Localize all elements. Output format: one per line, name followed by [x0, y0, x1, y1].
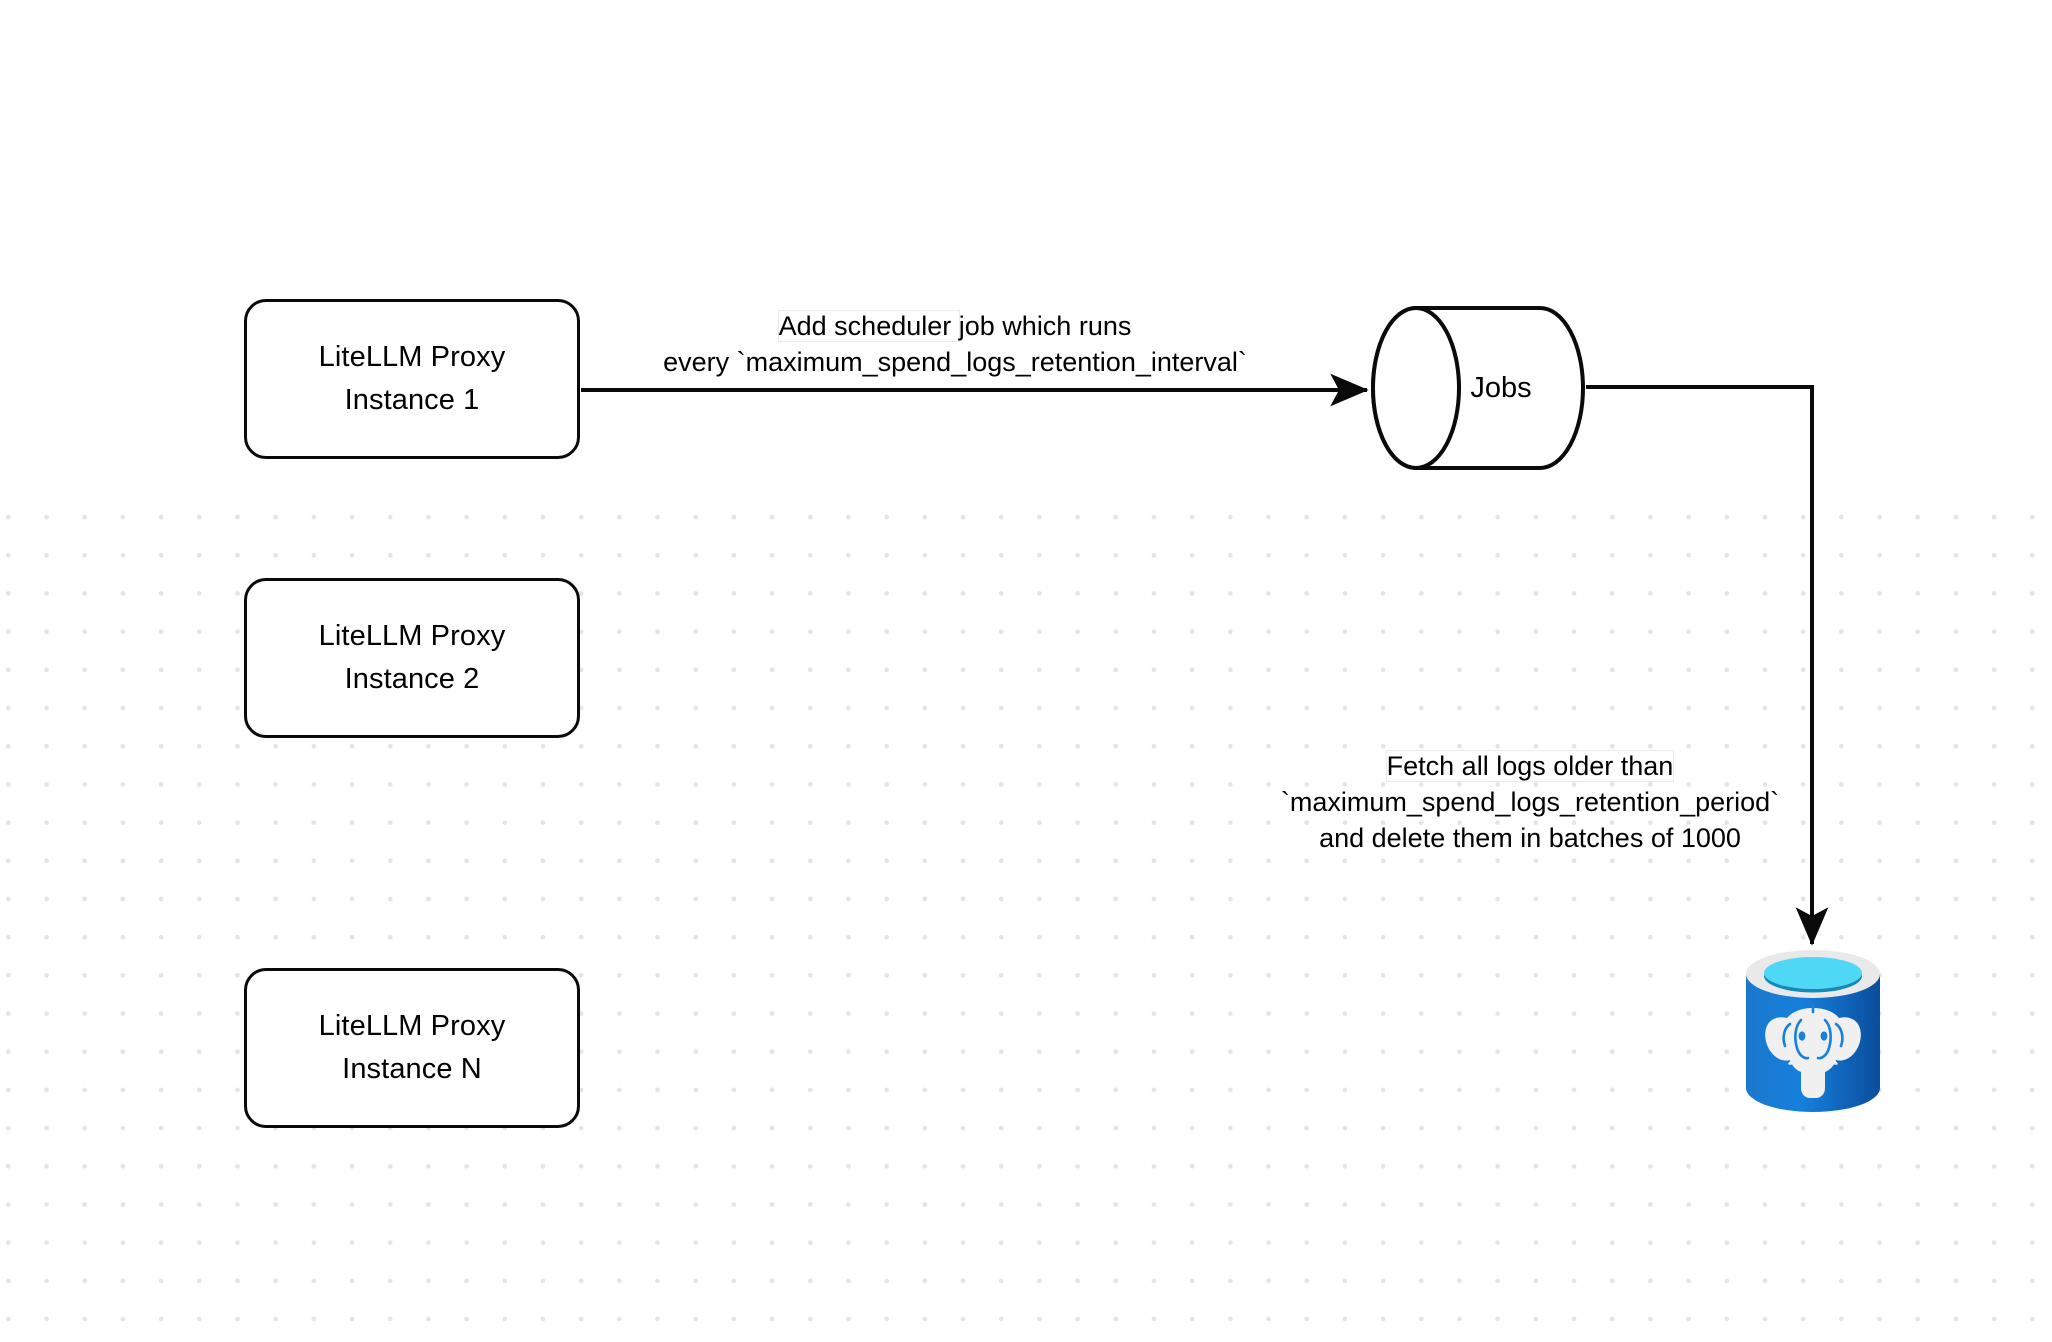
edge-label-line2: every `maximum_spend_logs_retention_inte… — [663, 347, 1247, 377]
edge-label-line1-highlight: Fetch all logs older than — [1386, 751, 1674, 781]
edge-jobs-to-database — [1586, 385, 1829, 946]
edge-label-fetch: Fetch all logs older than `maximum_spend… — [1240, 748, 1820, 856]
node-litellm-proxy-instance-2[interactable]: LiteLLM Proxy Instance 2 — [244, 578, 580, 738]
cylinder-shape — [1371, 306, 1585, 470]
postgresql-database-icon[interactable] — [1744, 948, 1882, 1122]
elephant-glyph — [1765, 1008, 1861, 1098]
node-litellm-proxy-instance-n[interactable]: LiteLLM Proxy Instance N — [244, 968, 580, 1128]
node-jobs-cylinder[interactable]: Jobs — [1370, 305, 1586, 471]
edge-label-line1-rest: job which runs — [958, 311, 1132, 341]
edge-label-line1-highlight: Add scheduler — [778, 311, 959, 341]
edge-label-line1: Fetch all logs older than — [1240, 748, 1820, 784]
node-label-line1: LiteLLM Proxy — [318, 620, 506, 652]
edge-label-line1: Add scheduler job which runs — [560, 308, 1350, 344]
edge-label-line2: `maximum_spend_logs_retention_period` — [1280, 787, 1780, 817]
database-cylinder-shape — [1746, 950, 1880, 1112]
edge-label-scheduler: Add scheduler job which runs every `maxi… — [560, 308, 1350, 380]
elephant-detail-lines — [1782, 1002, 1844, 1060]
node-label-line2: Instance N — [342, 1053, 482, 1085]
node-label-line1: LiteLLM Proxy — [318, 341, 506, 373]
elephant-eyes — [1798, 1031, 1828, 1041]
node-litellm-proxy-instance-1[interactable]: LiteLLM Proxy Instance 1 — [244, 299, 580, 459]
node-label-line1: LiteLLM Proxy — [318, 1010, 506, 1042]
edge-label-line3: and delete them in batches of 1000 — [1319, 823, 1741, 853]
elephant-tusks — [1788, 1057, 1838, 1065]
jobs-node-label: Jobs — [1470, 371, 1532, 404]
node-label-line2: Instance 2 — [344, 663, 480, 695]
node-label-line2: Instance 1 — [344, 384, 480, 416]
